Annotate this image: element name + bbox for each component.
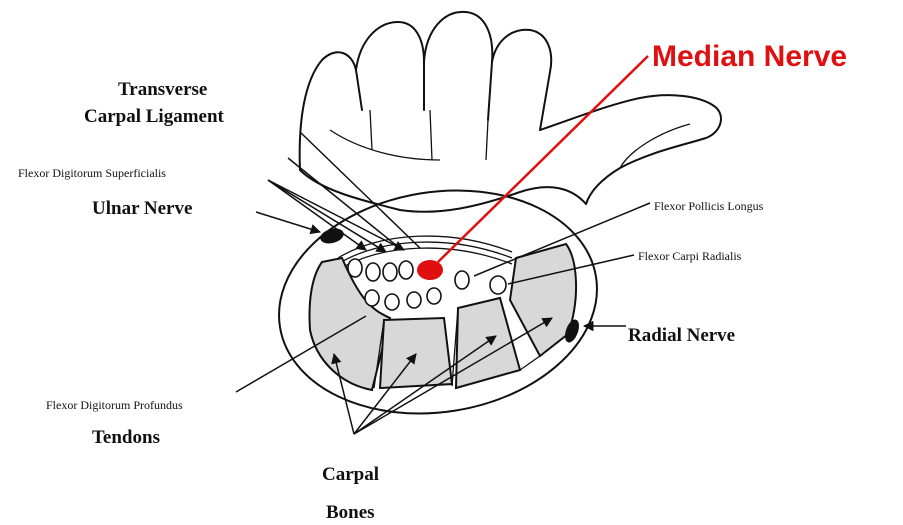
fdp-label: Flexor Digitorum Profundus [46,398,183,412]
ulnar-nerve-label: Ulnar Nerve [92,198,192,219]
fcr-label: Flexor Carpi Radialis [638,249,742,263]
transverse-label-line1: Transverse [118,79,207,100]
fds-tendons [348,259,413,281]
transverse-label-line2: Carpal Ligament [84,106,225,127]
carpal-label-line1: Carpal [322,464,379,485]
ligament-pointer-2 [288,158,402,250]
fds-label: Flexor Digitorum Superficialis [18,166,166,180]
ulnar-nerve-pointer [256,212,320,232]
median-nerve-shape [417,260,443,280]
ulnar-nerve-shape [319,226,346,246]
fpl-label: Flexor Pollicis Longus [654,199,764,213]
fpl-tendon [455,271,469,289]
fdp-tendons [365,288,441,310]
carpal-label-line2: Bones [326,502,375,523]
tendons-label: Tendons [92,427,160,448]
radial-nerve-label: Radial Nerve [628,325,735,346]
fcr-tendon [490,276,506,294]
median-nerve-label: Median Nerve [652,40,847,73]
median-nerve-pointer [438,56,648,262]
